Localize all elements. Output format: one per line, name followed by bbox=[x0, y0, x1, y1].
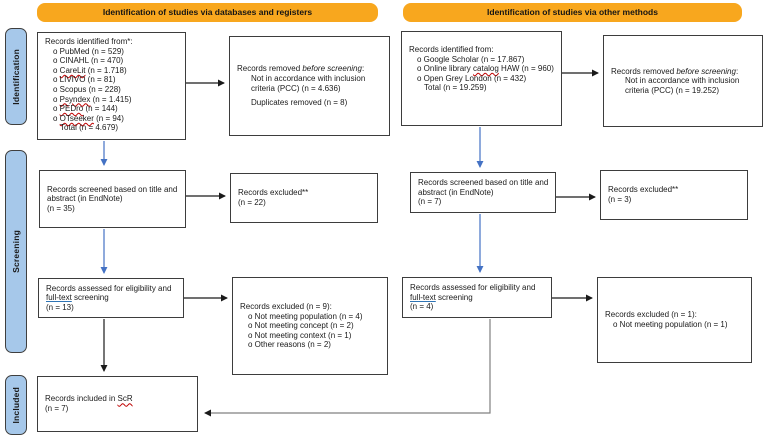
box-title: Records identified from*: bbox=[45, 37, 133, 46]
header-other-methods: Identification of studies via other meth… bbox=[403, 3, 742, 22]
stage-label-text: Identification bbox=[10, 48, 21, 105]
box-records-included: Records included in ScR (n = 7) bbox=[37, 376, 198, 432]
header-databases-registers: Identification of studies via databases … bbox=[37, 3, 378, 22]
title-italic: before screening bbox=[676, 66, 736, 76]
box-text: Records excluded** bbox=[238, 188, 309, 198]
stage-label-screening: Screening bbox=[5, 150, 27, 353]
item-text: o Scopus (n = 228) bbox=[53, 84, 121, 94]
item-text: HAW (n = 960) bbox=[498, 64, 554, 74]
count-line: (n = 4) bbox=[410, 302, 434, 312]
box-other-records-removed: Records removed before screening: Not in… bbox=[603, 35, 763, 127]
box-db-records-removed: Records removed before screening: Not in… bbox=[229, 36, 390, 136]
box-text: Records excluded** bbox=[608, 185, 679, 195]
list-item: o Scopus (n = 228) bbox=[45, 85, 180, 95]
list-item: o PEDro (n = 144) bbox=[45, 104, 180, 114]
list-item: o CareLit (n = 1.718) bbox=[45, 66, 180, 76]
stage-label-text: Included bbox=[10, 386, 21, 424]
title-italic: before screening bbox=[302, 64, 362, 74]
count-line: (n = 22) bbox=[238, 198, 266, 207]
title-text: : bbox=[735, 66, 739, 76]
text: Records assessed for eligibility and bbox=[46, 283, 172, 293]
title-text: Records removed bbox=[237, 64, 303, 74]
list-item: o Not meeting concept (n = 2) bbox=[248, 321, 354, 331]
count-line: (n = 7) bbox=[418, 197, 442, 207]
stage-label-text: Screening bbox=[10, 230, 21, 273]
box-db-records-screened: Records screened based on title and abst… bbox=[39, 170, 186, 228]
item-text: o LIVIVO (n = 81) bbox=[53, 75, 116, 85]
box-text: Records assessed for eligibility and ful… bbox=[46, 284, 178, 303]
box-db-records-identified: Records identified from*: o PubMed (n = … bbox=[37, 32, 186, 140]
item-text: o Online library bbox=[417, 64, 474, 74]
item-text: o CINAHL (n = 470) bbox=[53, 56, 124, 66]
item-text: o Google Scholar (n = 17.867) bbox=[417, 54, 525, 64]
list-item: o PubMed (n = 529) bbox=[45, 47, 180, 57]
item-text: o PubMed (n = 529) bbox=[53, 46, 124, 56]
list-item: o LIVIVO (n = 81) bbox=[45, 75, 180, 85]
box-text: Records screened based on title and abst… bbox=[47, 184, 178, 204]
box-other-records-excluded-fulltext: Records excluded (n = 1): o Not meeting … bbox=[597, 277, 752, 363]
list-item: o Psyndex (n = 1.415) bbox=[45, 95, 180, 105]
item-text: (n = 94) bbox=[93, 113, 124, 123]
item-text: (n = 1.415) bbox=[90, 94, 132, 104]
item-marked-word: catalog bbox=[473, 64, 499, 74]
box-other-records-assessed: Records assessed for eligibility and ful… bbox=[402, 277, 552, 318]
list-item: o Not meeting population (n = 4) bbox=[248, 311, 363, 321]
box-other-records-identified: Records identified from: o Google Schola… bbox=[401, 31, 562, 126]
list-item: o Google Scholar (n = 17.867) bbox=[409, 55, 556, 65]
item-marked-word: ScR bbox=[117, 394, 133, 404]
list-item: o OTseeker (n = 94) bbox=[45, 114, 180, 124]
box-other-records-screened: Records screened based on title and abst… bbox=[410, 172, 556, 213]
item-text: o bbox=[53, 65, 60, 75]
count-line: (n = 35) bbox=[47, 203, 75, 213]
underlined-term: full-text bbox=[46, 293, 72, 303]
item-marked-word: OTseeker bbox=[59, 113, 94, 123]
list-item: o Open Grey London (n = 432) bbox=[409, 74, 556, 84]
box-db-records-assessed: Records assessed for eligibility and ful… bbox=[38, 278, 184, 318]
box-text: Records included in ScR bbox=[45, 394, 192, 404]
count-line: (n = 3) bbox=[608, 195, 632, 204]
underlined-term: full-text bbox=[410, 292, 436, 302]
list-item: o Not meeting population (n = 1) bbox=[613, 320, 728, 329]
stage-label-identification: Identification bbox=[5, 28, 27, 125]
item-marked-word: CareLit bbox=[59, 65, 86, 75]
stage-label-included: Included bbox=[5, 375, 27, 435]
item-text: o bbox=[53, 94, 60, 104]
box-db-records-excluded-fulltext: Records excluded (n = 9): o Not meeting … bbox=[232, 277, 388, 375]
box-title: Records removed before screening: bbox=[237, 64, 384, 74]
text: screening bbox=[435, 292, 473, 302]
list-item: o Other reasons (n = 2) bbox=[248, 340, 331, 350]
box-title: Records identified from: bbox=[409, 45, 494, 54]
item-marked-word: PEDro bbox=[59, 104, 84, 114]
box-other-records-excluded-title: Records excluded** (n = 3) bbox=[600, 170, 748, 220]
item-text: o Open Grey London (n = 432) bbox=[417, 73, 527, 83]
box-title: Records removed before screening: bbox=[611, 67, 757, 77]
text: screening bbox=[71, 293, 109, 303]
list-item: o Not meeting context (n = 1) bbox=[248, 330, 352, 340]
text: Records included in bbox=[45, 394, 118, 404]
box-text: Records assessed for eligibility and ful… bbox=[410, 283, 546, 302]
item-text: o bbox=[53, 104, 60, 114]
item-text: (n = 144) bbox=[83, 104, 118, 114]
count-line: (n = 13) bbox=[46, 302, 74, 312]
reason-line: Not in accordance with inclusion criteri… bbox=[251, 73, 366, 93]
list-item: o CINAHL (n = 470) bbox=[45, 56, 180, 66]
item-text: o bbox=[53, 113, 60, 123]
total-line: Total (n = 4.679) bbox=[60, 123, 119, 133]
title-text: Records removed bbox=[611, 66, 677, 76]
count-line: (n = 7) bbox=[45, 404, 69, 413]
reason-line: Not in accordance with inclusion criteri… bbox=[625, 76, 740, 95]
item-text: (n = 1.718) bbox=[85, 65, 127, 75]
reason-line: Duplicates removed (n = 8) bbox=[251, 98, 348, 108]
box-title: Records excluded (n = 1): bbox=[605, 310, 697, 320]
text: Records assessed for eligibility and bbox=[410, 283, 536, 293]
box-text: Records screened based on title and abst… bbox=[418, 178, 549, 197]
title-text: : bbox=[361, 64, 365, 74]
box-db-records-excluded-title: Records excluded** (n = 22) bbox=[230, 173, 378, 223]
item-marked-word: Psyndex bbox=[59, 94, 91, 104]
box-title: Records excluded (n = 9): bbox=[240, 302, 332, 312]
total-line: Total (n = 19.259) bbox=[424, 83, 487, 93]
list-item: o Online library catalog HAW (n = 960) bbox=[409, 64, 556, 74]
